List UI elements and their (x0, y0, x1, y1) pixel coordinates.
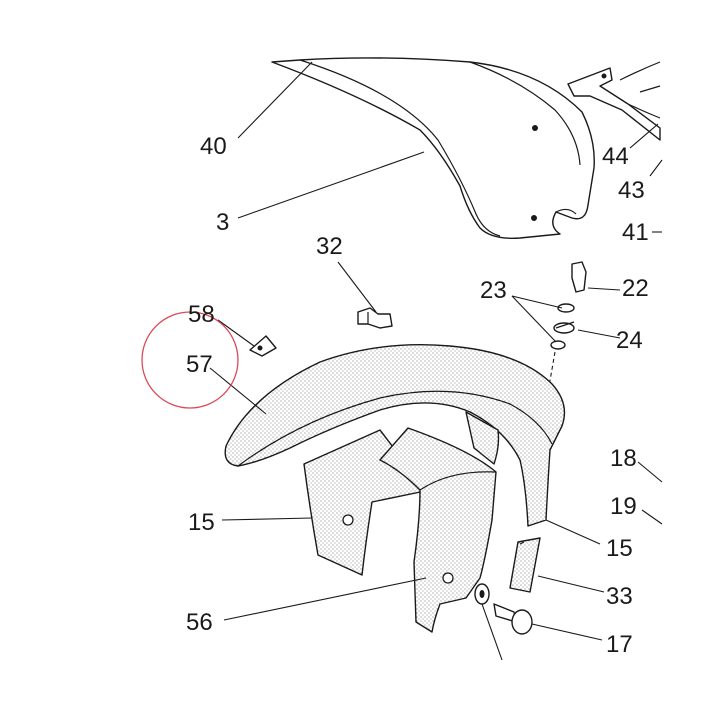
clip-part-32 (357, 307, 393, 329)
fastener-stack (547, 261, 587, 393)
label-part-57: 57 (186, 351, 213, 378)
label-part-41: 41 (622, 219, 649, 246)
label-part-17: 17 (606, 631, 633, 658)
part-labels: 40 3 44 43 41 32 23 22 24 58 57 18 19 15… (186, 133, 649, 658)
label-part-19: 19 (610, 493, 637, 520)
upper-fairing-part (271, 57, 595, 239)
highlight-circle (141, 311, 239, 409)
label-part-43: 43 (618, 177, 645, 204)
washer-and-bolt-17 (474, 583, 533, 661)
reflector-part-33 (509, 537, 541, 593)
label-part-44: 44 (602, 143, 629, 170)
frame-bracket-part (567, 61, 661, 141)
label-part-15-right: 15 (606, 535, 633, 562)
label-part-23: 23 (480, 277, 507, 304)
label-part-58: 58 (188, 301, 215, 328)
small-bracket-part-58 (249, 335, 277, 357)
label-part-56: 56 (186, 609, 213, 636)
fork-guard-right-56 (379, 411, 500, 633)
label-part-15-left: 15 (188, 509, 215, 536)
label-part-18: 18 (610, 445, 637, 472)
leader-lines (209, 61, 663, 641)
label-part-22: 22 (622, 275, 649, 302)
front-mudguard-part-57 (224, 344, 566, 527)
label-part-32: 32 (316, 233, 343, 260)
label-part-24: 24 (616, 327, 643, 354)
label-part-40: 40 (200, 133, 227, 160)
label-part-33: 33 (606, 583, 633, 610)
label-part-3: 3 (216, 209, 229, 236)
